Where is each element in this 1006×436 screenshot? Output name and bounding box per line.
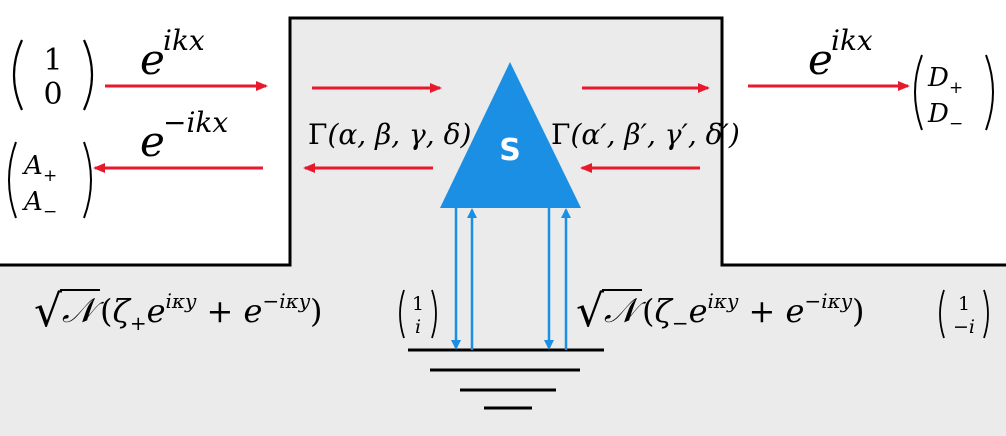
device-region xyxy=(0,18,1006,436)
svg-text:(ζ−eiκy + e−iκy): (ζ−eiκy + e−iκy) xyxy=(642,289,865,335)
svg-text:√: √ xyxy=(576,286,605,337)
svg-text:1: 1 xyxy=(958,293,970,315)
svg-text:ikx: ikx xyxy=(831,24,873,57)
svg-text:+: + xyxy=(949,78,963,98)
svg-text:e: e xyxy=(808,35,833,84)
svg-text:D: D xyxy=(927,63,949,93)
svg-text:1: 1 xyxy=(412,293,424,315)
lead-wavefunction-right: √ 𝒩 (ζ−eiκy + e−iκy) 1 −i xyxy=(576,286,989,339)
reflected-wave-label: e −ikx xyxy=(140,106,228,166)
svg-text:−i: −i xyxy=(953,316,975,338)
svg-text:e: e xyxy=(140,35,165,84)
svg-text:i: i xyxy=(415,316,421,338)
svg-text:+: + xyxy=(43,166,57,186)
device-outline xyxy=(0,16,1006,267)
svg-text:√: √ xyxy=(34,286,63,337)
incoming-spinor-top: 1 xyxy=(43,43,62,78)
svg-text:ikx: ikx xyxy=(163,24,205,57)
gamma-right-label: Γ(α′, β′, γ′, δ′) xyxy=(551,118,740,151)
reflected-spinor: A + A − xyxy=(8,141,92,222)
red-wave-arrows xyxy=(93,81,910,173)
transmitted-wave-label: e ikx xyxy=(808,24,873,84)
scatterer-label: S xyxy=(499,133,521,168)
scatterer-triangle xyxy=(440,62,581,208)
svg-text:−: − xyxy=(43,202,57,222)
blue-coupling-arrows xyxy=(451,206,571,350)
gamma-left-label: Γ(α, β, γ, δ) xyxy=(308,118,471,151)
svg-text:A: A xyxy=(22,187,43,217)
svg-text:e: e xyxy=(140,117,165,166)
incident-wave-label: e ikx xyxy=(140,24,205,84)
svg-text:−ikx: −ikx xyxy=(163,106,228,139)
svg-text:−: − xyxy=(949,114,963,134)
ground-icon xyxy=(408,348,604,410)
transmitted-spinor: D + D − xyxy=(914,54,994,134)
incoming-spinor: 1 0 xyxy=(12,39,94,112)
svg-text:D: D xyxy=(927,99,949,129)
svg-text:(ζ+eiκy + e−iκy): (ζ+eiκy + e−iκy) xyxy=(100,289,323,335)
incoming-spinor-bottom: 0 xyxy=(43,77,62,112)
svg-text:A: A xyxy=(22,151,43,181)
